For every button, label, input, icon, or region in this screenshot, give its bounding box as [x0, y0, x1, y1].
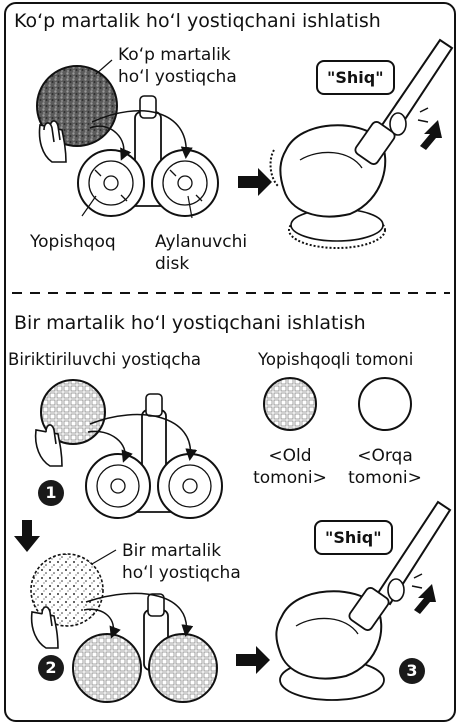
mop-base-illustration [86, 394, 222, 518]
reusable-pad-label-line1: Koʻp martalik [118, 45, 231, 66]
step-1-badge: 1 [38, 480, 64, 506]
disposable-pad-label-line2: hoʻl yostiqcha [122, 563, 241, 584]
click-sound-callout: "Shiq" [316, 60, 395, 95]
reusable-pad-label-line2: hoʻl yostiqcha [118, 67, 237, 88]
push-arrow-icon [414, 584, 436, 614]
velcro-label: Yopishqoq [30, 232, 116, 253]
next-step-arrow-icon [236, 646, 270, 674]
velcro-side-circle [264, 378, 316, 430]
disposable-leader-line [92, 550, 116, 564]
down-arrow-icon [14, 520, 40, 552]
velcro-side-label: Yopishqoqli tomoni [258, 349, 413, 370]
section1-title: Koʻp martalik hoʻl yostiqchani ishlatish [14, 10, 381, 32]
rotating-disk-label-line2: disk [155, 254, 189, 275]
section2-title: Bir martalik hoʻl yostiqchani ishlatish [14, 312, 366, 334]
step-3-badge: 3 [399, 658, 425, 684]
back-side-circle [359, 378, 411, 430]
attach-arrow [90, 415, 190, 458]
click-motion-icon [412, 574, 422, 588]
front-side-label-line1: <Old [254, 446, 326, 467]
rotating-disk-label-line1: Aylanuvchi [155, 232, 247, 253]
back-side-label-line1: <Orqa [348, 446, 422, 467]
disposable-pad-label-line1: Bir martalik [122, 541, 221, 562]
pad-leader-line [96, 60, 112, 74]
attach-pad-label: Biriktiriluvchi yostiqcha [8, 349, 201, 370]
click-sound-callout: "Shiq" [314, 520, 393, 555]
next-step-arrow-icon [238, 168, 272, 196]
front-side-label-line2: tomoni> [250, 468, 330, 489]
push-arrow-icon [420, 120, 442, 150]
back-side-label-line2: tomoni> [344, 468, 426, 489]
step-2-badge: 2 [38, 655, 64, 681]
